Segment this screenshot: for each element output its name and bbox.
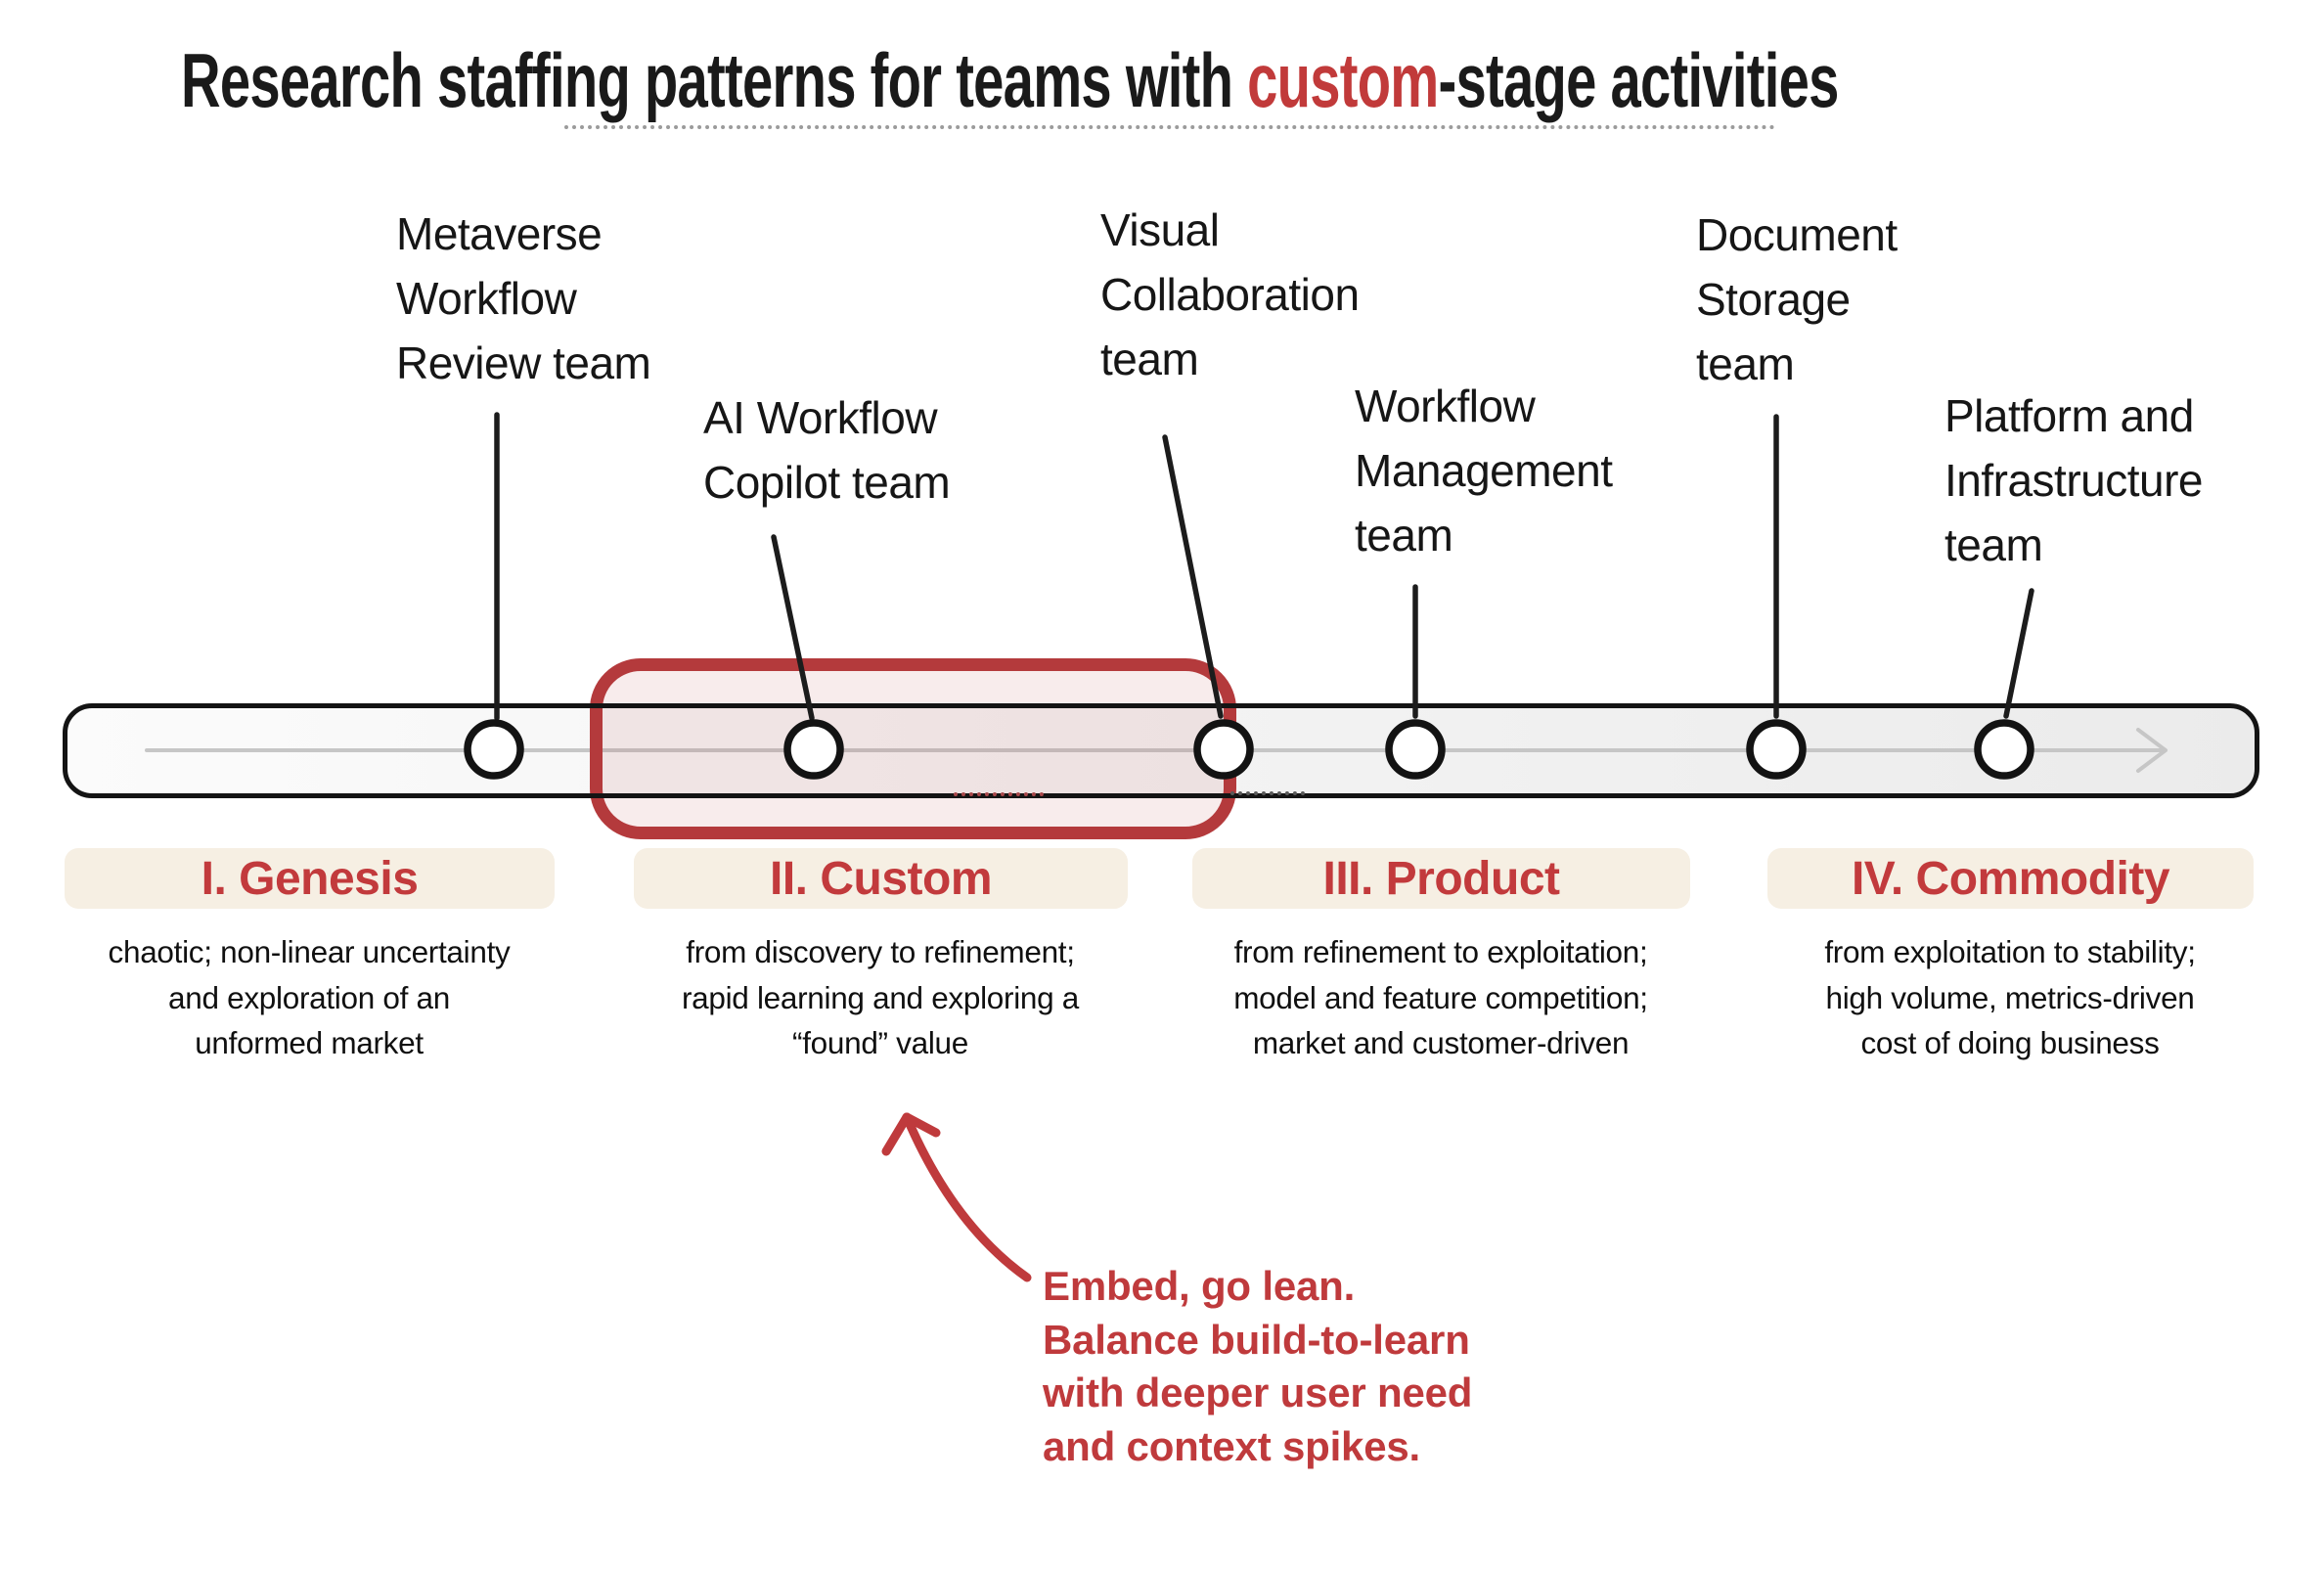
team-label-platform-infrastructure: Platform and Infrastructure team (1944, 390, 2204, 570)
stage-description-product: from refinement to exploitation; model a… (1233, 934, 1648, 1060)
stage-pill-custom: II. Custom (634, 848, 1128, 909)
team-label-workflow-management: Workflow Management team (1355, 381, 1613, 561)
team-label-ai-workflow-copilot: AI Workflow Copilot team (703, 392, 951, 508)
stage-label-custom: II. Custom (769, 852, 993, 905)
axis-dashed-mark-left (954, 792, 1044, 796)
title-dotted-underline (564, 125, 1775, 129)
stage-description-genesis: chaotic; non-linear uncertainty and expl… (108, 934, 511, 1060)
stage-pill-commodity: IV. Commodity (1767, 848, 2254, 909)
connector-platform-infrastructure (2003, 588, 2034, 719)
title-suffix: -stage activities (1438, 37, 1840, 123)
stage-label-commodity: IV. Commodity (1851, 852, 2170, 905)
stage-description-commodity: from exploitation to stability; high vol… (1824, 934, 2196, 1060)
annotation-arrowhead-left (881, 1112, 912, 1156)
title-highlight-word: custom (1247, 37, 1439, 123)
annotation-arrowhead-right (902, 1112, 941, 1138)
title-prefix: Research staffing patterns for teams wit… (181, 37, 1248, 123)
annotation-arrow (881, 1112, 1032, 1282)
page-title: Research staffing patterns for teams wit… (181, 39, 1839, 121)
team-label-metaverse-workflow-review: Metaverse Workflow Review team (396, 208, 651, 388)
stage-pill-product: III. Product (1192, 848, 1690, 909)
evolution-bar-border (63, 703, 2259, 798)
annotation-text: Embed, go lean. Balance build-to-learn w… (1043, 1263, 1473, 1469)
stage-label-genesis: I. Genesis (201, 852, 419, 905)
team-label-document-storage: Document Storage team (1696, 209, 1898, 389)
axis-dashed-mark-right (1230, 791, 1305, 795)
team-label-visual-collaboration: Visual Collaboration team (1100, 204, 1360, 384)
annotation-arrow-curve (902, 1112, 1032, 1282)
stage-pill-genesis: I. Genesis (65, 848, 555, 909)
stage-label-product: III. Product (1322, 852, 1560, 905)
stage-description-custom: from discovery to refinement; rapid lear… (681, 934, 1080, 1060)
